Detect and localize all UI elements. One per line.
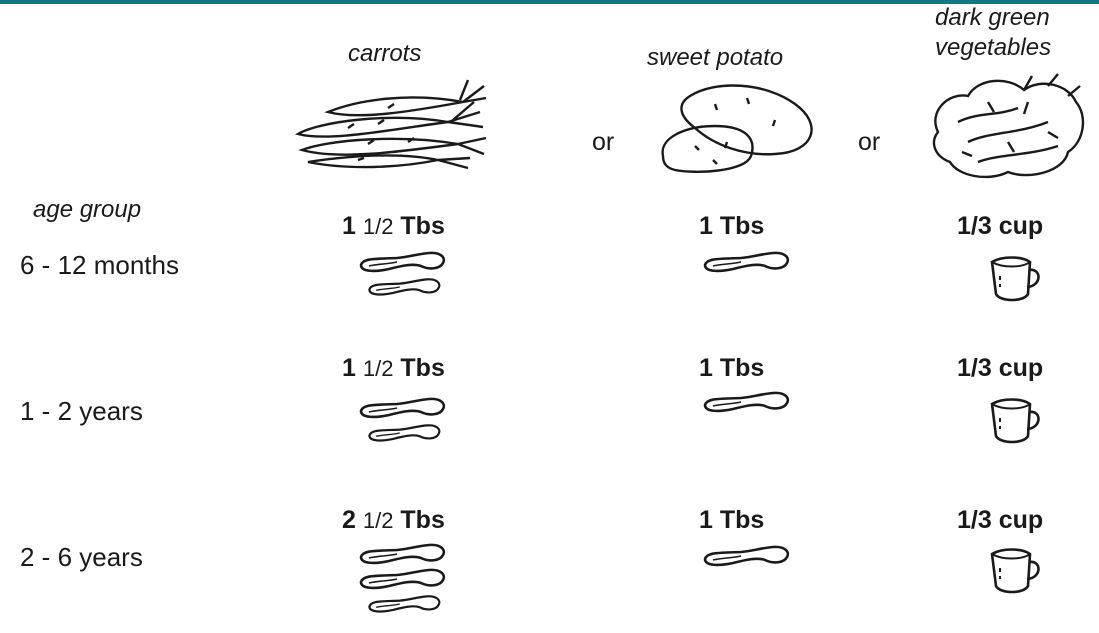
sweet-potato-amount-row-3: 1 Tbs: [699, 506, 764, 535]
carrots-unit: Tbs: [400, 212, 445, 240]
tablespoon-icon: [366, 421, 442, 445]
greens-amount-row-3: 1/3 cup: [957, 506, 1044, 534]
sweet-potato-unit: Tbs: [719, 506, 765, 534]
tablespoon-icon: [366, 592, 442, 616]
measuring-cup-icon: [986, 396, 1046, 446]
carrots-amount-row-1: 1 1/2 Tbs: [342, 212, 445, 241]
age-group-heading: age group: [33, 196, 142, 223]
or-separator-1: or: [592, 128, 615, 156]
tablespoon-icon: [356, 250, 448, 274]
tablespoon-icon: [700, 250, 792, 274]
carrots-amount-row-2: 1 1/2 Tbs: [342, 354, 445, 383]
spoons-carrots-row-3: [356, 542, 448, 617]
tablespoon-icon: [356, 567, 448, 591]
sweet-potato-whole: 1: [699, 354, 713, 382]
sweet-potato-amount-row-2: 1 Tbs: [699, 354, 764, 383]
greens-amount-row-2: 1/3 cup: [957, 354, 1044, 382]
greens-amount-row-1: 1/3 cup: [957, 212, 1044, 240]
dark-green-vegetables-illustration: [932, 73, 1085, 179]
tablespoon-icon: [366, 275, 442, 299]
carrots-amount-row-3: 2 1/2 Tbs: [342, 506, 445, 535]
tablespoon-icon: [356, 396, 448, 420]
spoons-carrots-row-1: [356, 250, 448, 300]
header-sweet-potato: sweet potato: [647, 44, 784, 71]
spoons-sweet-potato-row-2: [700, 390, 792, 415]
age-label-row-1: 6 - 12 months: [20, 250, 179, 280]
age-label-row-2: 1 - 2 years: [20, 396, 143, 426]
sweet-potato-whole: 1: [699, 212, 713, 240]
header-dark-green-line1: dark green: [935, 4, 1050, 31]
carrots-whole: 1: [342, 354, 356, 382]
spoons-sweet-potato-row-3: [700, 544, 792, 569]
spoons-carrots-row-2: [356, 396, 448, 446]
tablespoon-icon: [356, 542, 448, 566]
carrots-fraction: 1/2: [362, 356, 394, 381]
or-separator-2: or: [858, 128, 881, 156]
carrots-whole: 1: [342, 212, 356, 240]
tablespoon-icon: [700, 390, 792, 414]
cups-greens-row-2: [986, 396, 1046, 446]
sweet-potato-amount-row-1: 1 Tbs: [699, 212, 764, 241]
spoons-sweet-potato-row-1: [700, 250, 792, 275]
carrots-fraction: 1/2: [362, 508, 394, 533]
sweet-potato-whole: 1: [699, 506, 713, 534]
header-carrots: carrots: [348, 40, 422, 67]
carrots-whole: 2: [342, 506, 356, 534]
measuring-cup-icon: [986, 254, 1046, 304]
carrots-fraction: 1/2: [362, 214, 394, 239]
cups-greens-row-3: [986, 546, 1046, 596]
cups-greens-row-1: [986, 254, 1046, 304]
carrots-unit: Tbs: [400, 354, 445, 382]
sweet-potato-unit: Tbs: [719, 212, 765, 240]
header-dark-green-line2: vegetables: [935, 34, 1052, 61]
tablespoon-icon: [700, 544, 792, 568]
carrots-unit: Tbs: [400, 506, 445, 534]
sweet-potato-illustration: [661, 84, 813, 173]
accent-bar: [0, 0, 1099, 4]
carrots-illustration: [294, 79, 487, 170]
sweet-potato-unit: Tbs: [719, 354, 765, 382]
age-label-row-3: 2 - 6 years: [20, 542, 143, 572]
measuring-cup-icon: [986, 546, 1046, 596]
